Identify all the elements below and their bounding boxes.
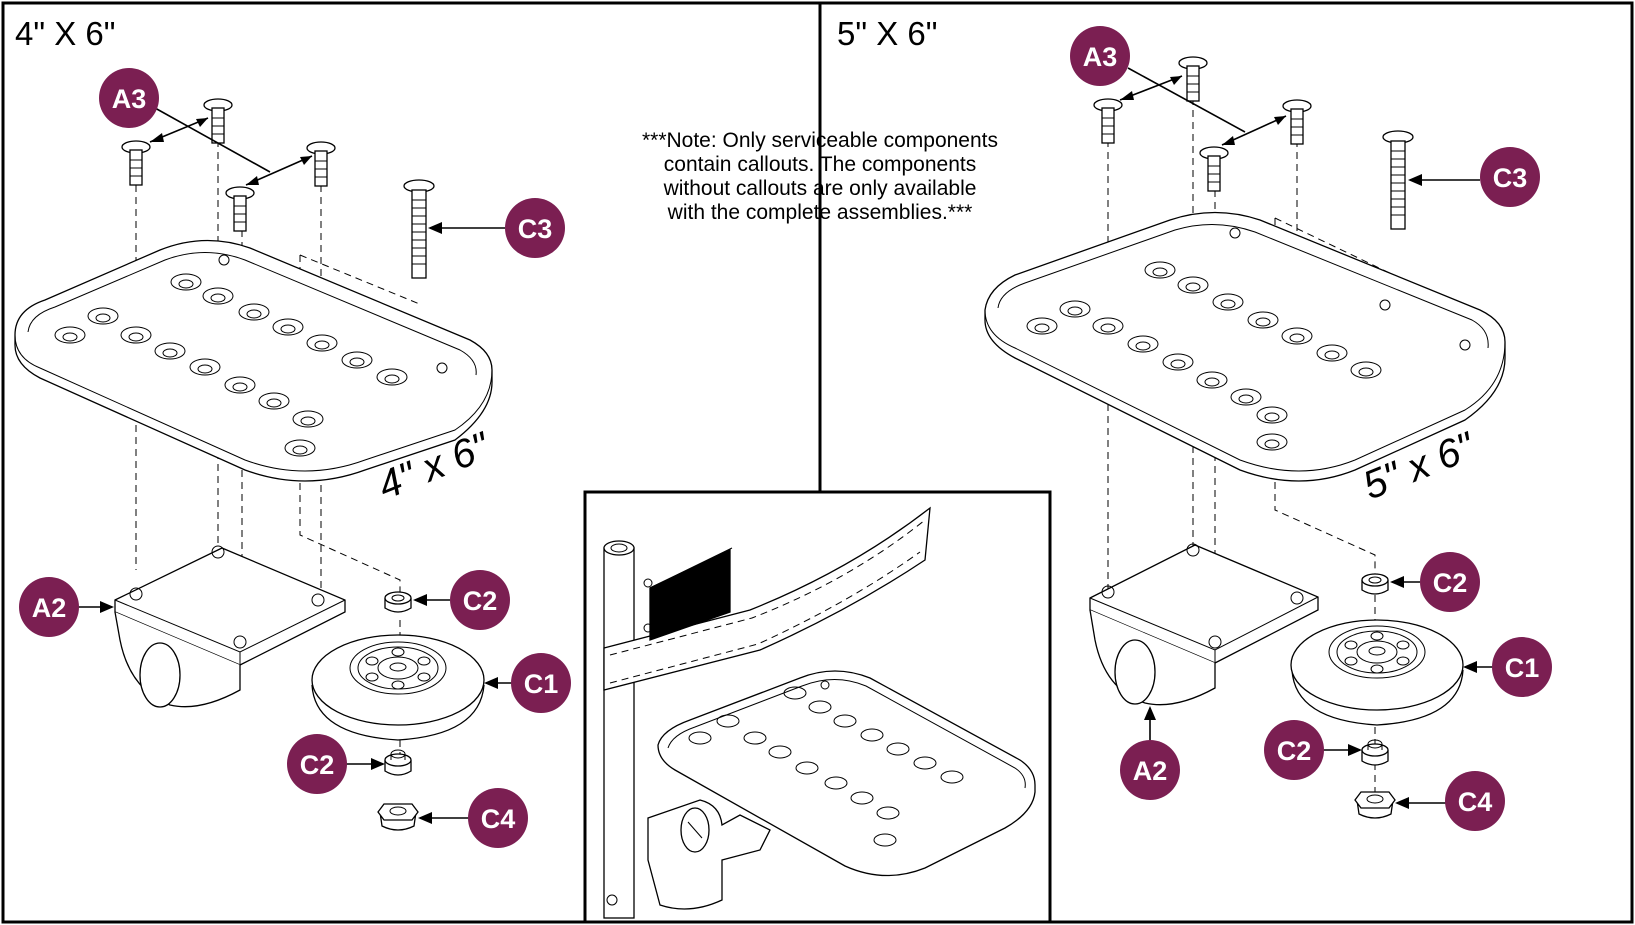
inset-bracket	[647, 799, 771, 910]
callout-right-a3-label: A3	[1083, 42, 1118, 72]
callout-left-c4-label: C4	[481, 804, 516, 834]
left-a2-bracket	[114, 545, 346, 708]
callout-right-c3: C3	[1408, 147, 1540, 207]
right-plate-holes	[1026, 227, 1471, 451]
right-c1-wheel	[1290, 619, 1464, 726]
right-bolt-1	[1093, 98, 1123, 144]
callout-left-c2-top-label: C2	[463, 586, 498, 616]
left-c1-wheel	[311, 634, 485, 741]
callout-right-c2-top: C2	[1390, 552, 1480, 612]
left-bolt-2	[203, 98, 233, 144]
note-line-2: contain callouts. The components	[664, 153, 976, 176]
callout-right-a2: A2	[1120, 706, 1180, 800]
callout-left-c3: C3	[428, 198, 565, 258]
callout-right-c4: C4	[1395, 771, 1505, 831]
callout-right-c1-label: C1	[1505, 653, 1540, 683]
callouts: A3 C3 A2 C2 C1	[19, 26, 1552, 848]
left-a3-bolts	[121, 98, 336, 232]
right-bolt-3	[1199, 146, 1229, 192]
left-bolt-3	[225, 186, 255, 232]
left-c3-long-bolt	[403, 179, 435, 279]
left-c4-nut	[377, 803, 419, 831]
callout-left-a2: A2	[19, 577, 114, 637]
callout-right-a2-label: A2	[1133, 756, 1168, 786]
callout-right-c2-top-label: C2	[1433, 568, 1468, 598]
callout-left-c2-top: C2	[413, 570, 510, 630]
callout-left-c2-bottom: C2	[287, 734, 385, 794]
callout-left-c2-bottom-label: C2	[300, 750, 335, 780]
callout-right-c1: C1	[1463, 637, 1552, 697]
left-c2-spacer-top	[384, 591, 412, 613]
inset-foot-plate	[657, 670, 1036, 877]
callout-left-c1: C1	[484, 653, 571, 713]
right-c2-spacer-bottom	[1361, 739, 1389, 766]
right-a2-bracket	[1089, 543, 1319, 706]
note-line-1: ***Note: Only serviceable components	[642, 129, 998, 152]
callout-left-a3: A3	[99, 68, 313, 186]
callout-right-c4-label: C4	[1458, 787, 1493, 817]
assembled-inset-view	[603, 506, 1036, 919]
left-foot-plate	[14, 239, 493, 482]
note-line-3: without callouts are only available	[663, 177, 977, 200]
right-panel-title: 5" X 6"	[837, 15, 937, 52]
right-c4-nut	[1354, 791, 1396, 819]
callout-left-c1-label: C1	[524, 669, 559, 699]
right-c3-long-bolt	[1382, 130, 1414, 230]
right-assembly: 5" x 6"	[984, 56, 1506, 819]
right-bolt-4	[1282, 99, 1312, 145]
callout-right-c2-bottom: C2	[1264, 720, 1362, 780]
left-bolt-1	[121, 140, 151, 186]
callout-left-c4: C4	[418, 788, 528, 848]
note-line-4: with the complete assemblies.***	[667, 201, 973, 224]
callout-right-c2-bottom-label: C2	[1277, 736, 1312, 766]
callout-left-a3-label: A3	[112, 84, 147, 114]
service-note: ***Note: Only serviceable components con…	[642, 129, 998, 224]
inset-frame-tube	[603, 540, 653, 919]
callout-left-a2-label: A2	[32, 593, 67, 623]
left-bolt-4	[306, 141, 336, 187]
left-c2-spacer-bottom	[384, 749, 412, 776]
callout-right-c3-label: C3	[1493, 163, 1528, 193]
right-foot-plate	[984, 211, 1506, 482]
callout-left-c3-label: C3	[518, 214, 553, 244]
right-a3-bolts	[1093, 56, 1312, 192]
right-bolt-2	[1178, 56, 1208, 102]
left-assembly: 4" x 6"	[14, 98, 497, 831]
right-c2-spacer-top	[1361, 573, 1389, 595]
left-plate-holes	[54, 254, 448, 457]
callout-right-a3: A3	[1070, 26, 1287, 146]
left-panel-title: 4" X 6"	[15, 15, 115, 52]
inset-strap	[603, 506, 931, 691]
